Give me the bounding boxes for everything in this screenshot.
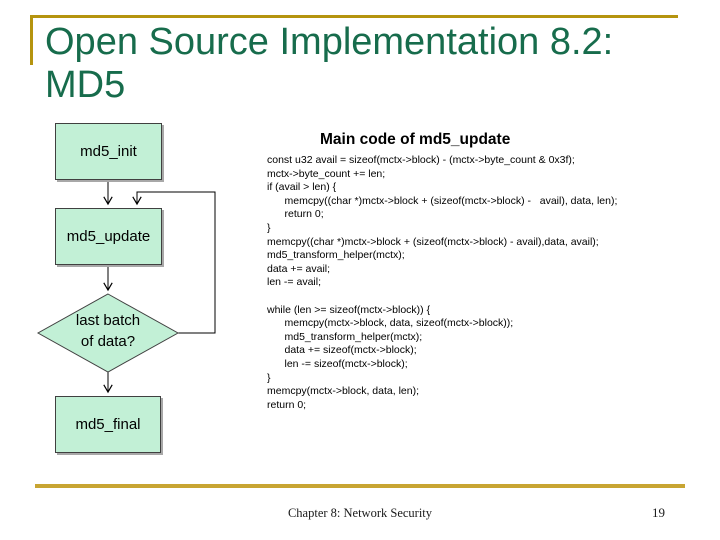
flow-node-md5-update-label: md5_update: [66, 228, 151, 245]
title-line-2: MD5: [45, 64, 126, 106]
title-line-1: Open Source Implementation 8.2:: [45, 21, 614, 63]
footer-divider-line: [35, 484, 685, 488]
flow-node-md5-update: md5_update: [55, 208, 162, 265]
decision-label-line-1: last batch: [75, 312, 141, 329]
title-top-accent-line: [30, 15, 678, 18]
decision-label-line-2: of data?: [80, 333, 136, 350]
flow-node-md5-init: md5_init: [55, 123, 162, 180]
decision-label: last batch of data?: [48, 310, 168, 352]
title-left-accent-bar: [30, 15, 33, 65]
code-block: const u32 avail = sizeof(mctx->block) - …: [267, 154, 618, 411]
flow-node-md5-final: md5_final: [55, 396, 161, 453]
flow-node-md5-final-label: md5_final: [75, 416, 141, 433]
flow-node-md5-init-label: md5_init: [80, 143, 137, 160]
code-panel-heading: Main code of md5_update: [320, 131, 511, 148]
slide-title: Open Source Implementation 8.2: MD5: [45, 21, 613, 107]
page-number: 19: [652, 505, 665, 520]
footer-chapter-text: Chapter 8: Network Security: [287, 506, 433, 520]
